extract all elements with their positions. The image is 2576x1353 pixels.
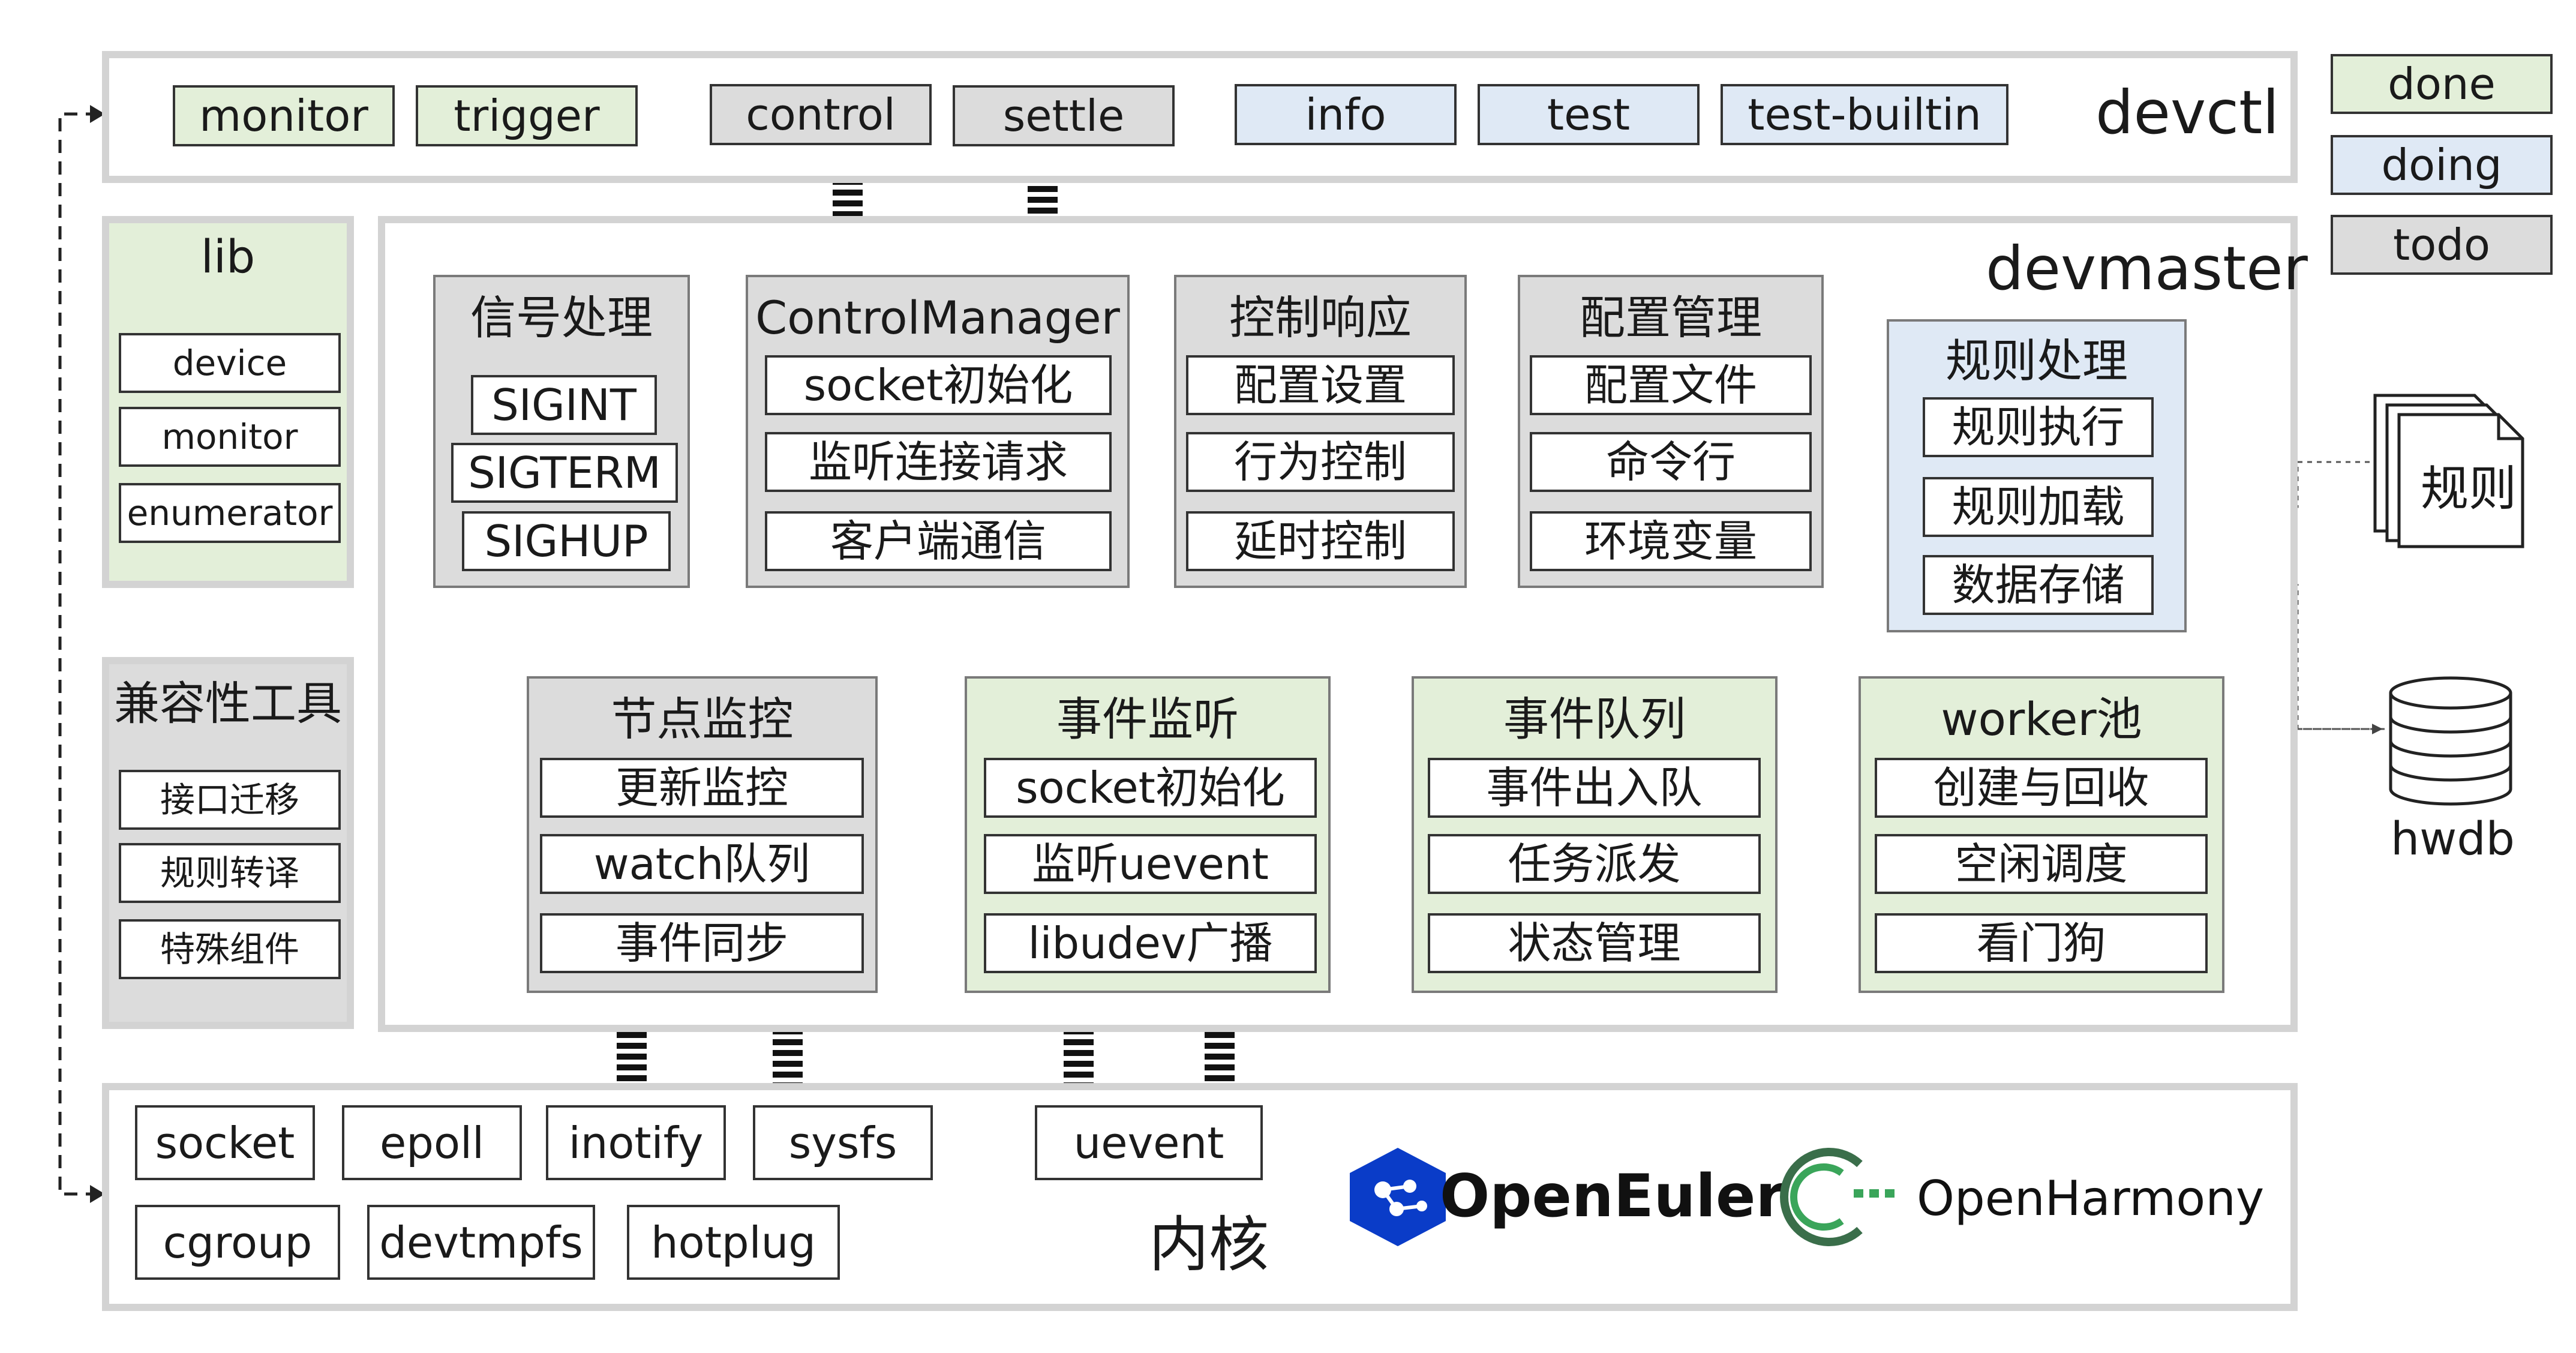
devctl-test-builtin[interactable]: test-builtin — [1721, 84, 2008, 145]
lib-device[interactable]: device — [119, 333, 341, 393]
cr-delay-ctrl[interactable]: 延时控制 — [1186, 511, 1455, 571]
openeuler-logo: OpenEuler — [1326, 1143, 1785, 1251]
kernel-epoll[interactable]: epoll — [342, 1105, 522, 1180]
control-manager-title: ControlManager — [755, 291, 1120, 344]
config-env[interactable]: 环境变量 — [1530, 511, 1812, 571]
signal-title: 信号处理 — [470, 291, 653, 344]
rule-files-icon: 规则 — [2373, 393, 2535, 549]
kernel-sysfs[interactable]: sysfs — [753, 1105, 933, 1180]
compat-title: 兼容性工具 — [114, 677, 342, 730]
el-libudev-broadcast[interactable]: libudev广播 — [984, 913, 1317, 973]
compat-rule-translation[interactable]: 规则转译 — [119, 843, 341, 903]
devctl-trigger[interactable]: trigger — [416, 85, 638, 146]
wp-create-reclaim[interactable]: 创建与回收 — [1875, 758, 2208, 818]
kernel-socket[interactable]: socket — [135, 1105, 315, 1180]
wp-idle-schedule[interactable]: 空闲调度 — [1875, 834, 2208, 894]
node-monitor-title: 节点监控 — [611, 692, 794, 746]
devctl-test[interactable]: test — [1478, 84, 1700, 145]
openharmony-text: OpenHarmony — [1917, 1171, 2265, 1226]
database-icon — [2389, 676, 2512, 806]
legend-todo: todo — [2331, 215, 2553, 275]
hwdb-database-icon — [2385, 675, 2517, 807]
cm-socket-init[interactable]: socket初始化 — [765, 355, 1112, 415]
kernel-title: 内核 — [1149, 1210, 1269, 1280]
devctl-control[interactable]: control — [710, 84, 932, 145]
event-queue-title: 事件队列 — [1503, 692, 1686, 746]
signal-sigint[interactable]: SIGINT — [471, 375, 657, 435]
control-response-title: 控制响应 — [1229, 291, 1412, 344]
el-listen-uevent[interactable]: 监听uevent — [984, 834, 1317, 894]
rules-exec[interactable]: 规则执行 — [1923, 397, 2154, 457]
devmaster-title: devmaster — [1986, 233, 2308, 304]
worker-pool-title: worker池 — [1941, 692, 2142, 746]
cr-config-set[interactable]: 配置设置 — [1186, 355, 1455, 415]
legend-doing: doing — [2331, 135, 2553, 195]
lib-title: lib — [200, 230, 256, 283]
devctl-monitor[interactable]: monitor — [173, 85, 395, 146]
openharmony-logo: OpenHarmony — [1770, 1140, 2264, 1254]
devctl-info[interactable]: info — [1235, 84, 1457, 145]
rule-files-label: 规则 — [2421, 461, 2517, 517]
config-cmdline[interactable]: 命令行 — [1530, 432, 1812, 492]
openeuler-mark-icon — [1350, 1148, 1446, 1246]
signal-sighup[interactable]: SIGHUP — [462, 511, 671, 571]
signal-sigterm[interactable]: SIGTERM — [451, 443, 678, 503]
compat-interface-migration[interactable]: 接口迁移 — [119, 770, 341, 830]
legend-done: done — [2331, 54, 2553, 114]
nm-update-monitor[interactable]: 更新监控 — [540, 758, 864, 818]
kernel-uevent[interactable]: uevent — [1035, 1105, 1263, 1180]
cr-behavior-ctrl[interactable]: 行为控制 — [1186, 432, 1455, 492]
openharmony-mark-icon — [1780, 1148, 1895, 1246]
openeuler-text: OpenEuler — [1440, 1162, 1785, 1231]
kernel-inotify[interactable]: inotify — [546, 1105, 726, 1180]
eq-state-mgmt[interactable]: 状态管理 — [1428, 913, 1761, 973]
eq-enqueue-dequeue[interactable]: 事件出入队 — [1428, 758, 1761, 818]
rules-storage[interactable]: 数据存储 — [1923, 555, 2154, 615]
rules-title: 规则处理 — [1945, 334, 2128, 388]
event-listen-title: 事件监听 — [1056, 692, 1239, 746]
lib-monitor[interactable]: monitor — [119, 407, 341, 467]
devctl-title: devctl — [2095, 77, 2280, 148]
kernel-devtmpfs[interactable]: devtmpfs — [367, 1205, 595, 1280]
el-socket-init[interactable]: socket初始化 — [984, 758, 1317, 818]
kernel-hotplug[interactable]: hotplug — [627, 1205, 840, 1280]
config-title: 配置管理 — [1580, 291, 1762, 344]
hwdb-label: hwdb — [2391, 812, 2515, 865]
wp-watchdog[interactable]: 看门狗 — [1875, 913, 2208, 973]
rules-load[interactable]: 规则加载 — [1923, 477, 2154, 537]
cm-listen-conn[interactable]: 监听连接请求 — [765, 432, 1112, 492]
eq-task-dispatch[interactable]: 任务派发 — [1428, 834, 1761, 894]
devctl-settle[interactable]: settle — [953, 85, 1175, 146]
compat-special-components[interactable]: 特殊组件 — [119, 919, 341, 979]
config-file[interactable]: 配置文件 — [1530, 355, 1812, 415]
devctl-kernel-dashed-link — [58, 112, 99, 1196]
lib-enumerator[interactable]: enumerator — [119, 483, 341, 543]
nm-event-sync[interactable]: 事件同步 — [540, 913, 864, 973]
nm-watch-queue[interactable]: watch队列 — [540, 834, 864, 894]
kernel-cgroup[interactable]: cgroup — [135, 1205, 340, 1280]
cm-client-comm[interactable]: 客户端通信 — [765, 511, 1112, 571]
document-stack-icon — [2373, 394, 2524, 548]
